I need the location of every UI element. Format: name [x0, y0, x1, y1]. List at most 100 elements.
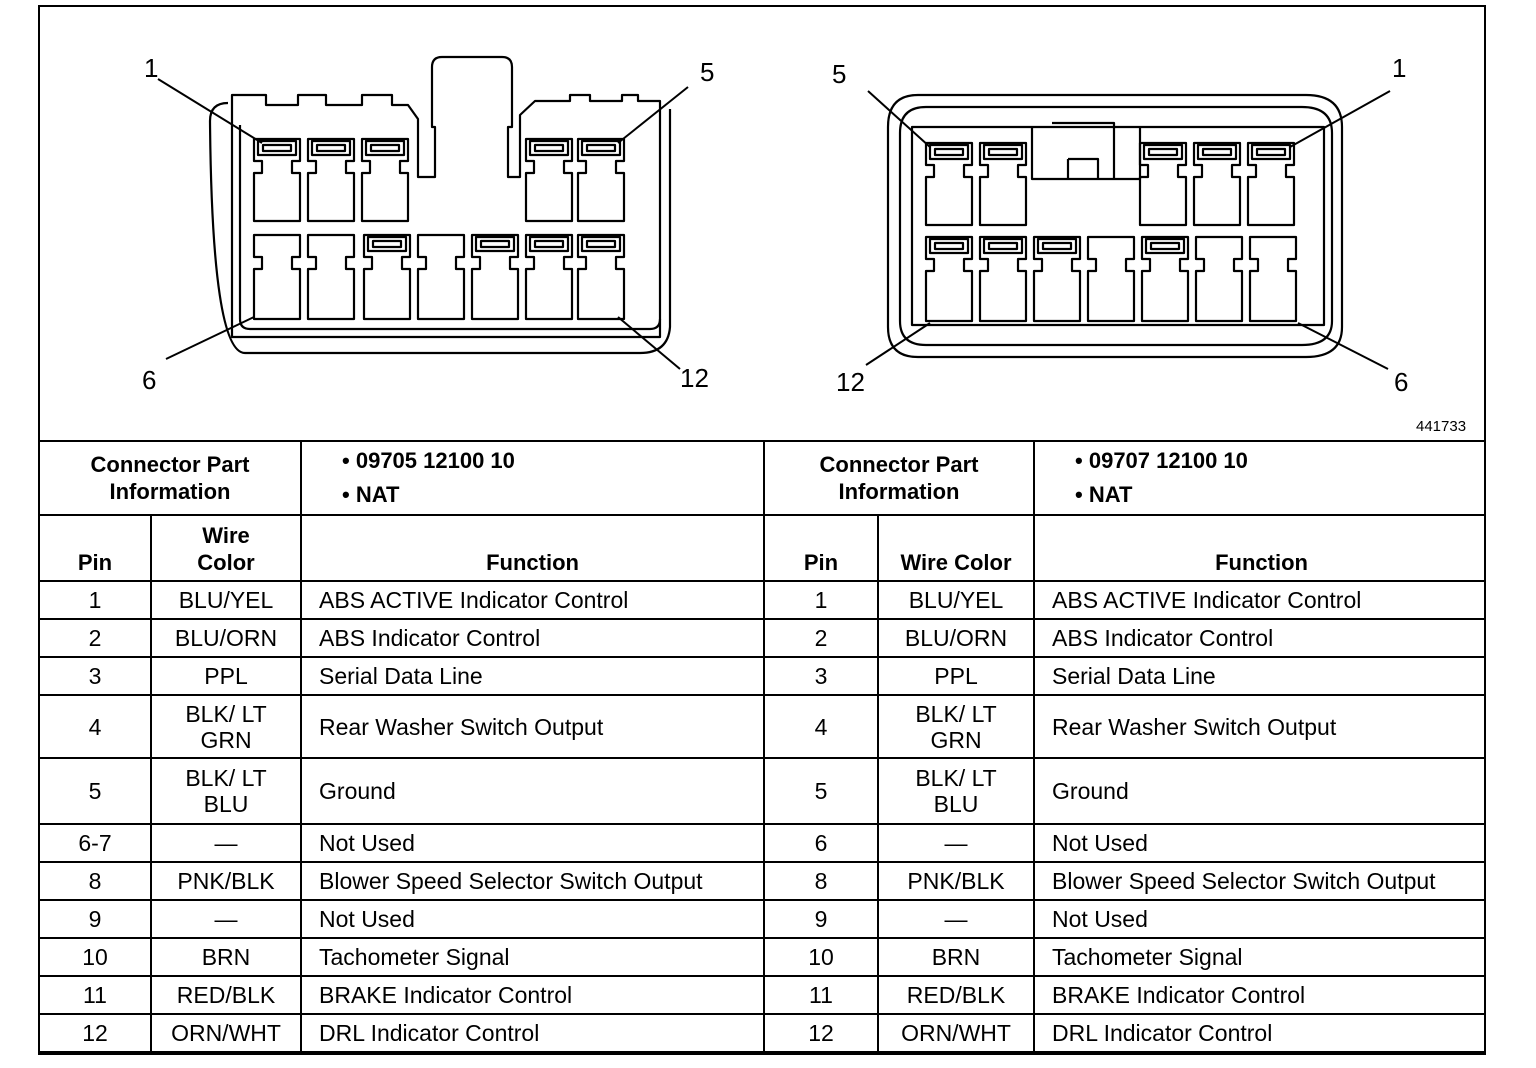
wire-color-cell: RED/BLK [149, 975, 303, 1015]
left-callout-1: 1 [144, 53, 158, 83]
pin-header: Pin [763, 514, 879, 582]
terminal-cavity [1032, 235, 1082, 323]
pin-cell: 11 [763, 975, 879, 1015]
pin-cell: 5 [763, 757, 879, 825]
connector-part-info-label: Connector Part Information [40, 440, 303, 516]
function-cell: DRL Indicator Control [300, 1013, 766, 1053]
function-cell: Serial Data Line [1033, 656, 1484, 696]
right-callout-6: 6 [1394, 367, 1408, 397]
pin-cell: 9 [763, 899, 879, 939]
left-connector-body [208, 55, 672, 355]
part-color-item: • NAT [342, 482, 400, 507]
function-cell: Not Used [300, 823, 766, 863]
pin-cell: 8 [763, 861, 879, 901]
wire-color-cell: BLK/ LT BLU [876, 757, 1036, 825]
pin-cell: 9 [40, 899, 152, 939]
connector-part-info-label: Connector Part Information [762, 440, 1036, 516]
pin-cell: 2 [763, 618, 879, 658]
wire-color-cell: BLU/ORN [149, 618, 303, 658]
terminal-cavity [306, 137, 356, 223]
right-callout-1: 1 [1392, 53, 1406, 83]
right-connector-body [886, 93, 1344, 359]
part-number-item: • 09707 12100 10 [1075, 448, 1248, 473]
wire-color-header: Wire Color [876, 514, 1036, 582]
terminal-cavity [978, 141, 1028, 227]
wire-color-cell: PPL [876, 656, 1036, 696]
pin-cell: 10 [40, 937, 152, 977]
pin-cell: 4 [40, 694, 152, 759]
terminal-cavity [576, 233, 626, 321]
terminal-cavity [924, 235, 974, 323]
function-cell: BRAKE Indicator Control [300, 975, 766, 1015]
function-cell: Rear Washer Switch Output [300, 694, 766, 759]
terminal-cavity [252, 137, 302, 223]
terminal-cavity [306, 233, 356, 321]
terminal-cavity [1248, 235, 1298, 323]
connector-diagram: 1 5 6 12 5 1 12 6 441733 [142, 53, 1466, 435]
left-callout-5: 5 [700, 57, 714, 87]
function-cell: Blower Speed Selector Switch Output [300, 861, 766, 901]
wire-color-cell: BLU/ORN [876, 618, 1036, 658]
terminal-cavity [1086, 235, 1136, 323]
pin-cell: 4 [763, 694, 879, 759]
wire-color-cell: PNK/BLK [149, 861, 303, 901]
function-cell: Blower Speed Selector Switch Output [1033, 861, 1484, 901]
terminal-cavity [416, 233, 466, 321]
function-cell: ABS Indicator Control [1033, 618, 1484, 658]
function-cell: Tachometer Signal [1033, 937, 1484, 977]
terminal-cavity [362, 233, 412, 321]
function-cell: Ground [300, 757, 766, 825]
left-callout-6: 6 [142, 365, 156, 395]
right-callout-12: 12 [836, 367, 865, 397]
terminal-cavity [1192, 141, 1242, 227]
table-row: 6—Not Used [763, 823, 1484, 863]
terminal-cavity [252, 233, 302, 321]
wire-color-cell: — [876, 823, 1036, 863]
part-number-item: • 09705 12100 10 [342, 448, 515, 473]
wire-color-cell: — [876, 899, 1036, 939]
wire-color-cell: BLU/YEL [876, 580, 1036, 620]
function-cell: BRAKE Indicator Control [1033, 975, 1484, 1015]
wire-color-header: Wire Color [149, 514, 303, 582]
function-cell: ABS Indicator Control [300, 618, 766, 658]
left-callout-12: 12 [680, 363, 709, 393]
terminal-cavity [1194, 235, 1244, 323]
right-callout-5: 5 [832, 59, 846, 89]
callout-leader-lines [157, 78, 1391, 370]
wire-color-cell: BLK/ LT GRN [876, 694, 1036, 759]
wire-color-cell: RED/BLK [876, 975, 1036, 1015]
terminal-cavity [576, 137, 626, 223]
pin-cell: 12 [763, 1013, 879, 1053]
left-pinout-table: Connector Part Information • 09705 12100… [40, 440, 766, 1053]
terminal-cavity [470, 233, 520, 321]
pin-cell: 1 [763, 580, 879, 620]
wire-color-cell: BRN [149, 937, 303, 977]
pin-cell: 3 [40, 656, 152, 696]
function-cell: Ground [1033, 757, 1484, 825]
terminal-cavity [1246, 141, 1296, 227]
function-cell: ABS ACTIVE Indicator Control [300, 580, 766, 620]
right-connector-terminals [924, 141, 1298, 323]
pinout-tables: Connector Part Information • 09705 12100… [40, 440, 1484, 1053]
function-header: Function [300, 514, 766, 582]
wire-color-cell: — [149, 899, 303, 939]
function-cell: Tachometer Signal [300, 937, 766, 977]
function-cell: Not Used [1033, 899, 1484, 939]
table-row: 9—Not Used [40, 899, 766, 939]
wire-color-cell: — [149, 823, 303, 863]
pin-cell: 8 [40, 861, 152, 901]
pin-cell: 3 [763, 656, 879, 696]
function-cell: Not Used [300, 899, 766, 939]
